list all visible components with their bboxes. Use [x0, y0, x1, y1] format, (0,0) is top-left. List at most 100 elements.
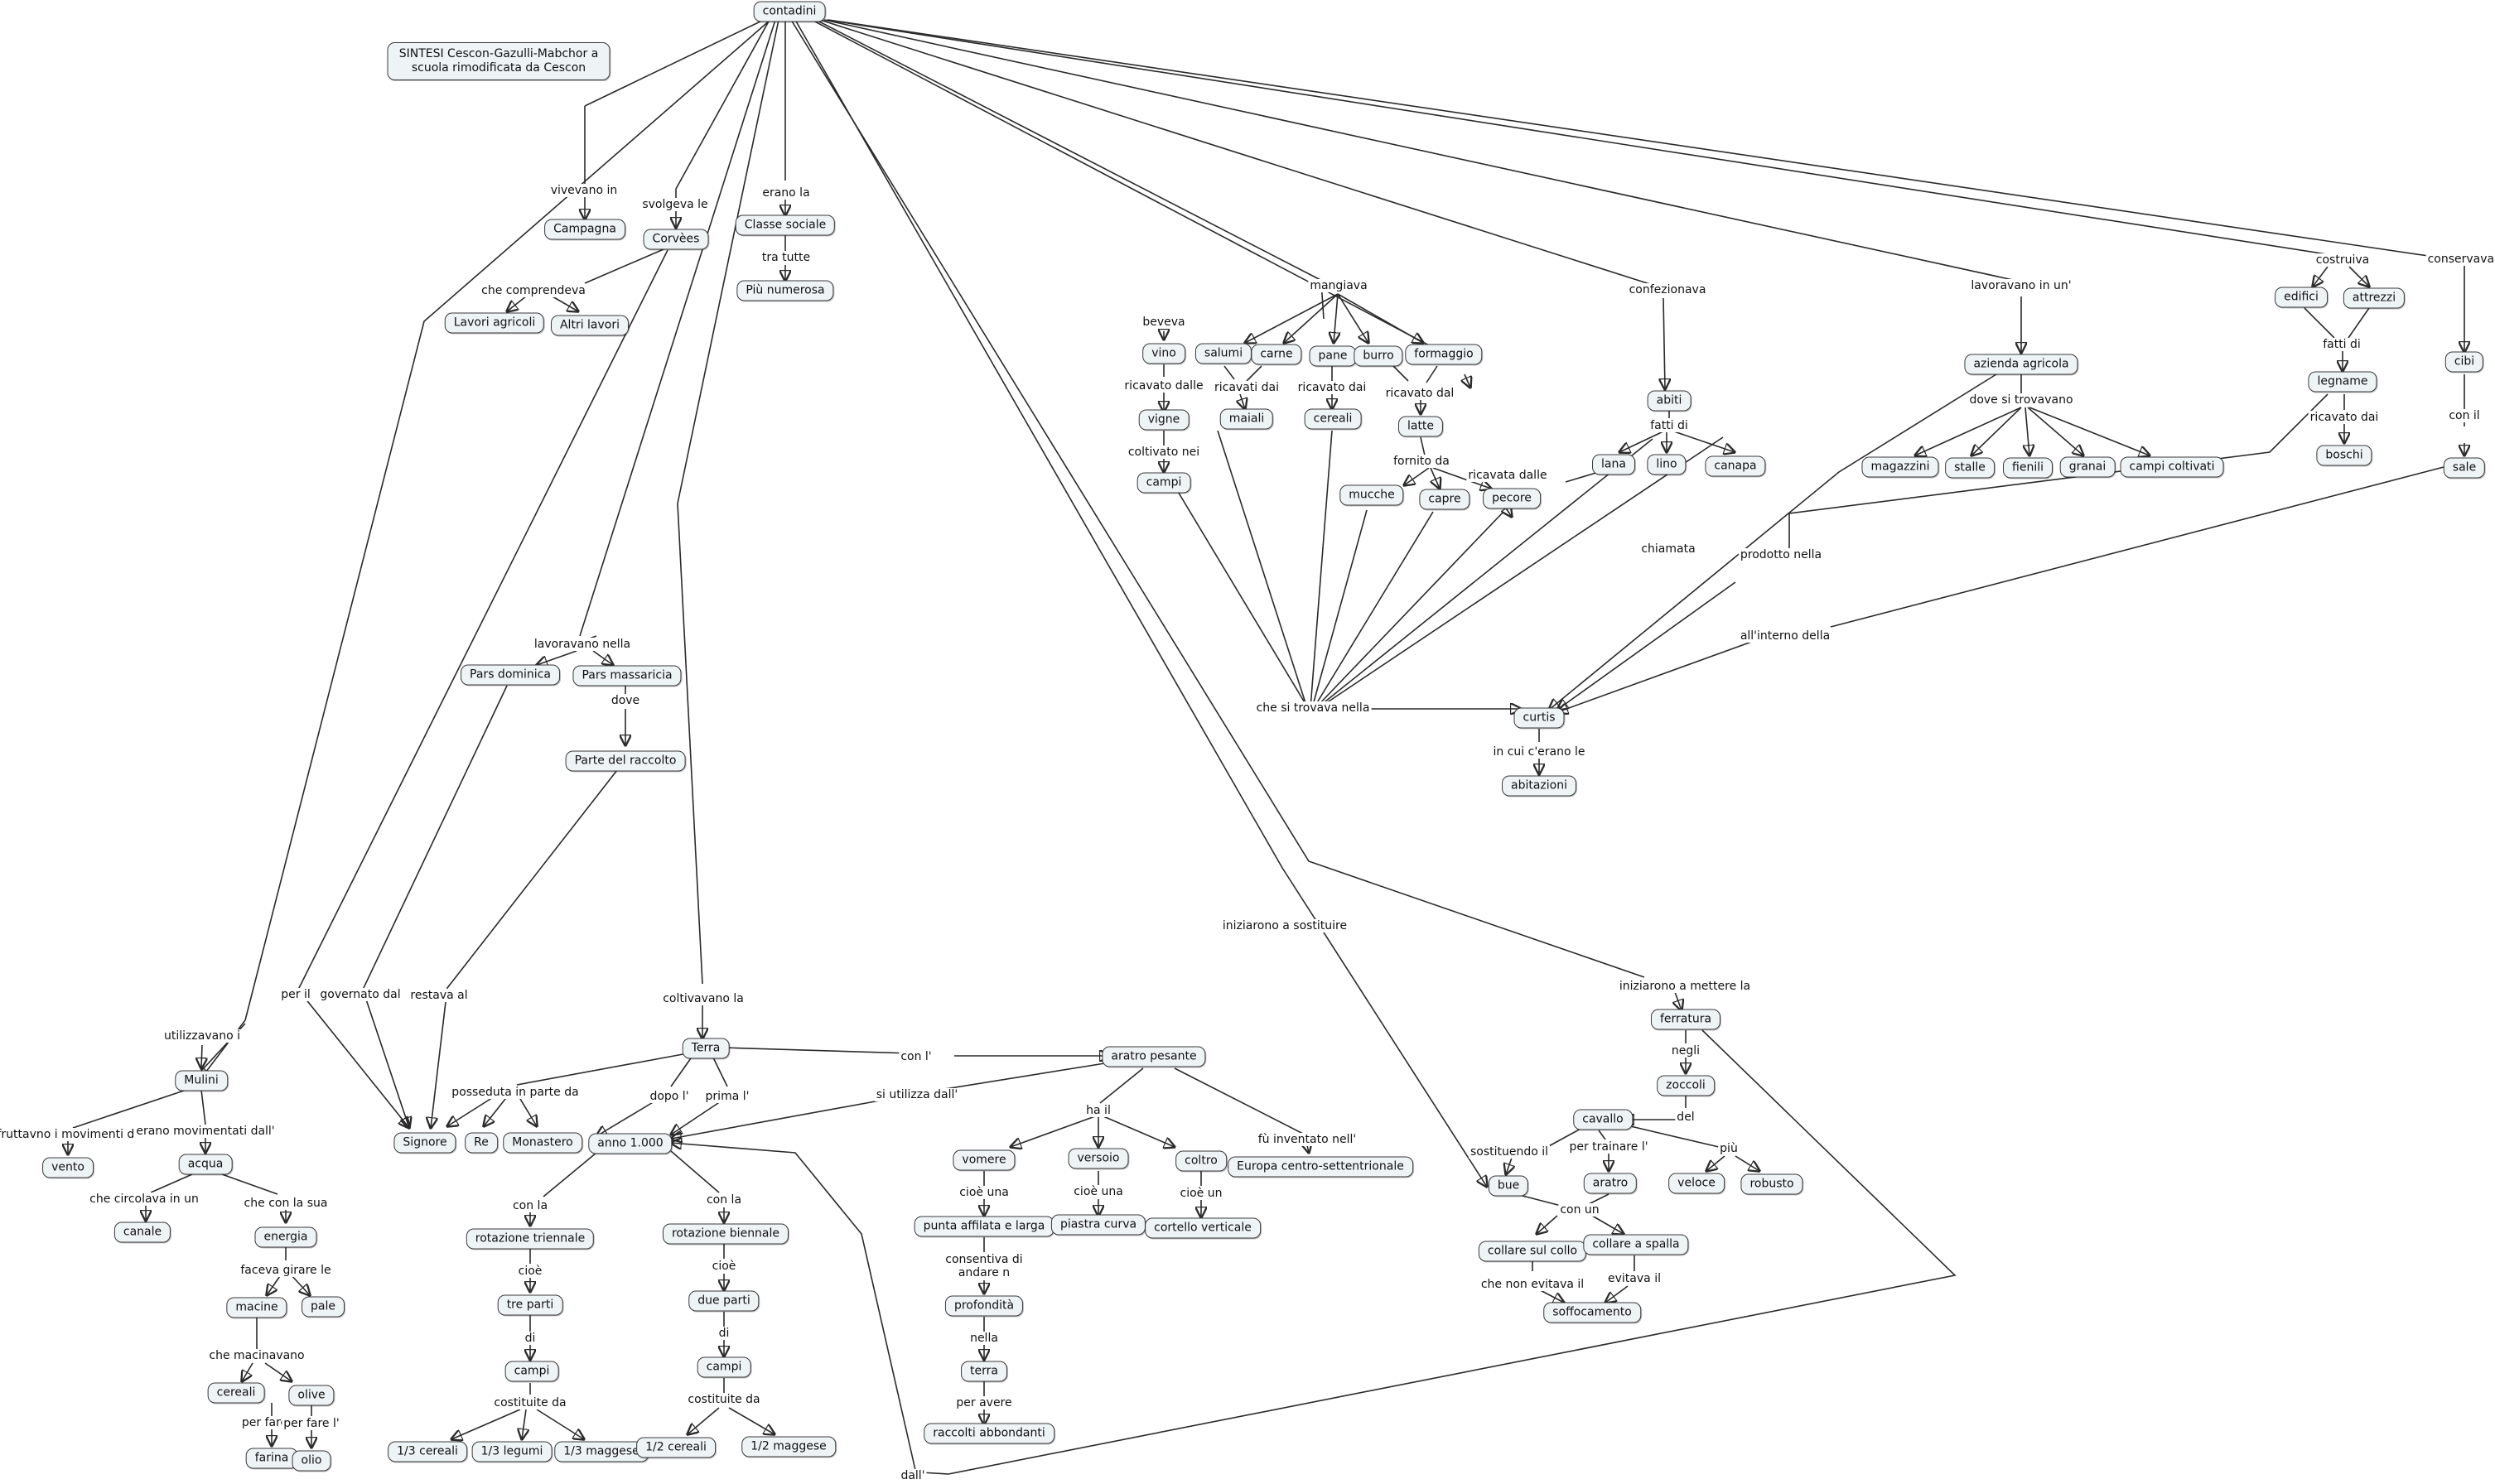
node-piastra-curva[interactable]: piastra curva: [1050, 1214, 1146, 1236]
node-campi-biennale[interactable]: campi: [697, 1356, 751, 1378]
node-collare-spalla[interactable]: collare a spalla: [1583, 1234, 1689, 1255]
node-anno-1000[interactable]: anno 1.000: [588, 1133, 673, 1154]
node-aratro[interactable]: aratro: [1583, 1173, 1638, 1194]
node-fienili[interactable]: fienili: [2003, 457, 2053, 479]
node-soffocamento[interactable]: soffocamento: [1543, 1302, 1641, 1323]
node-maggese-1-3[interactable]: 1/3 maggese: [554, 1441, 649, 1462]
node-robusto[interactable]: robusto: [1740, 1173, 1803, 1195]
node-veloce[interactable]: veloce: [1668, 1173, 1725, 1194]
node-cereali-1-3[interactable]: 1/3 cereali: [388, 1441, 467, 1462]
node-boschi[interactable]: boschi: [2316, 445, 2372, 466]
label-evitava-il: evitava il: [1606, 1272, 1663, 1285]
node-punta[interactable]: punta affilata e larga: [914, 1216, 1054, 1237]
label-con-la-biennale: con la: [704, 1193, 744, 1207]
node-raccolti[interactable]: raccolti abbondanti: [924, 1423, 1054, 1444]
label-consentiva: consentiva di andare n: [937, 1253, 1031, 1279]
node-campagna[interactable]: Campagna: [544, 219, 625, 240]
node-ferratura[interactable]: ferratura: [1650, 1009, 1721, 1030]
node-altri-lavori[interactable]: Altri lavori: [550, 315, 630, 336]
node-acqua[interactable]: acqua: [178, 1154, 233, 1175]
label-con-la-triennale: con la: [510, 1199, 550, 1212]
node-canale[interactable]: canale: [113, 1221, 171, 1243]
node-campi-vigne[interactable]: campi: [1137, 472, 1191, 494]
node-re[interactable]: Re: [465, 1132, 498, 1154]
node-lino[interactable]: lino: [1647, 454, 1687, 475]
label-faceva-girare-le: faceva girare le: [239, 1264, 333, 1277]
label-ricavati-dai: ricavati dai: [1213, 381, 1281, 394]
node-cereali-1-2[interactable]: 1/2 cereali: [636, 1437, 716, 1458]
node-attrezzi[interactable]: attrezzi: [2343, 287, 2406, 309]
node-vigne[interactable]: vigne: [1138, 409, 1190, 431]
node-pane[interactable]: pane: [1309, 345, 1357, 367]
node-curtis[interactable]: curtis: [1513, 707, 1565, 729]
node-terra[interactable]: Terra: [682, 1038, 730, 1059]
node-latte[interactable]: latte: [1397, 416, 1444, 437]
node-maiali[interactable]: maiali: [1219, 408, 1274, 430]
node-bue[interactable]: bue: [1488, 1175, 1529, 1197]
node-profondita[interactable]: profondità: [944, 1295, 1024, 1317]
node-vino[interactable]: vino: [1142, 343, 1185, 364]
label-dall: dall': [899, 1469, 927, 1482]
node-parte-raccolto[interactable]: Parte del raccolto: [565, 750, 686, 772]
node-macine[interactable]: macine: [226, 1297, 287, 1318]
node-due-parti[interactable]: due parti: [688, 1290, 760, 1312]
node-azienda-agricola[interactable]: azienda agricola: [1964, 354, 2078, 375]
node-cereali-mulini[interactable]: cereali: [207, 1382, 265, 1404]
node-tre-parti[interactable]: tre parti: [497, 1294, 563, 1316]
node-abiti[interactable]: abiti: [1647, 390, 1691, 412]
node-cereali-mangiava[interactable]: cereali: [1304, 408, 1362, 430]
node-legumi-1-3[interactable]: 1/3 legumi: [471, 1441, 553, 1462]
node-canapa[interactable]: canapa: [1705, 455, 1766, 477]
node-cibi[interactable]: cibi: [2444, 351, 2484, 373]
node-pars-dominica[interactable]: Pars dominica: [461, 664, 560, 686]
node-capre[interactable]: capre: [1419, 489, 1470, 510]
node-rotazione-biennale[interactable]: rotazione biennale: [662, 1223, 789, 1245]
node-olive[interactable]: olive: [288, 1385, 335, 1406]
node-edifici[interactable]: edifici: [2275, 287, 2328, 308]
node-granai[interactable]: granai: [2059, 456, 2116, 478]
node-salumi[interactable]: salumi: [1194, 343, 1252, 364]
node-piu-numerosa[interactable]: Più numerosa: [736, 280, 834, 301]
node-formaggio[interactable]: formaggio: [1405, 344, 1483, 365]
node-stalle[interactable]: stalle: [1945, 457, 1995, 479]
node-contadini[interactable]: contadini: [753, 1, 826, 22]
node-lavori-agricoli[interactable]: Lavori agricoli: [444, 312, 545, 334]
node-classe-sociale[interactable]: Classe sociale: [735, 214, 836, 236]
node-coltro[interactable]: coltro: [1175, 1150, 1227, 1172]
node-magazzini[interactable]: magazzini: [1861, 456, 1939, 478]
node-legname[interactable]: legname: [2308, 371, 2377, 393]
node-monastero[interactable]: Monastero: [503, 1132, 582, 1154]
node-aratro-pesante[interactable]: aratro pesante: [1102, 1046, 1206, 1067]
node-pecore[interactable]: pecore: [1483, 488, 1541, 509]
node-mulini[interactable]: Mulini: [175, 1070, 228, 1091]
node-vento[interactable]: vento: [42, 1157, 94, 1178]
node-energia[interactable]: energia: [254, 1226, 317, 1248]
node-sale[interactable]: sale: [2443, 457, 2486, 479]
node-burro[interactable]: burro: [1354, 345, 1403, 367]
node-signore[interactable]: Signore: [393, 1132, 456, 1154]
node-abitazioni[interactable]: abitazioni: [1502, 775, 1576, 797]
node-coltello[interactable]: cortello verticale: [1145, 1217, 1261, 1239]
node-carne[interactable]: carne: [1251, 344, 1302, 365]
node-lana[interactable]: lana: [1592, 454, 1635, 475]
node-europa[interactable]: Europa centro-settentrionale: [1228, 1156, 1413, 1178]
node-corvees[interactable]: Corvèes: [643, 229, 709, 250]
node-vomere[interactable]: vomere: [953, 1149, 1016, 1171]
node-mucche[interactable]: mucche: [1339, 484, 1404, 506]
node-farina[interactable]: farina: [245, 1448, 298, 1469]
node-cavallo[interactable]: cavallo: [1573, 1109, 1633, 1130]
node-pale[interactable]: pale: [302, 1296, 345, 1318]
node-olio[interactable]: olio: [292, 1450, 331, 1472]
node-terra-2[interactable]: terra: [961, 1361, 1007, 1382]
label-utilizzavano-i: utilizzavano i: [162, 1029, 242, 1043]
node-rotazione-triennale[interactable]: rotazione triennale: [466, 1228, 595, 1250]
node-zoccoli[interactable]: zoccoli: [1657, 1075, 1715, 1096]
node-maggese-1-2[interactable]: 1/2 maggese: [741, 1436, 836, 1458]
node-versoio[interactable]: versoio: [1068, 1148, 1129, 1169]
node-campi-triennale[interactable]: campi: [504, 1361, 559, 1382]
node-pars-massaricia[interactable]: Pars massaricia: [572, 665, 682, 687]
label-iniziarono-a-sostituire: iniziarono a sostituire: [1220, 919, 1349, 932]
node-campi-coltivati[interactable]: campi coltivati: [2120, 456, 2224, 478]
label-fu-inventato-nell: fù inventato nell': [1256, 1133, 1358, 1146]
node-collare-collo[interactable]: collare sul collo: [1478, 1241, 1587, 1262]
